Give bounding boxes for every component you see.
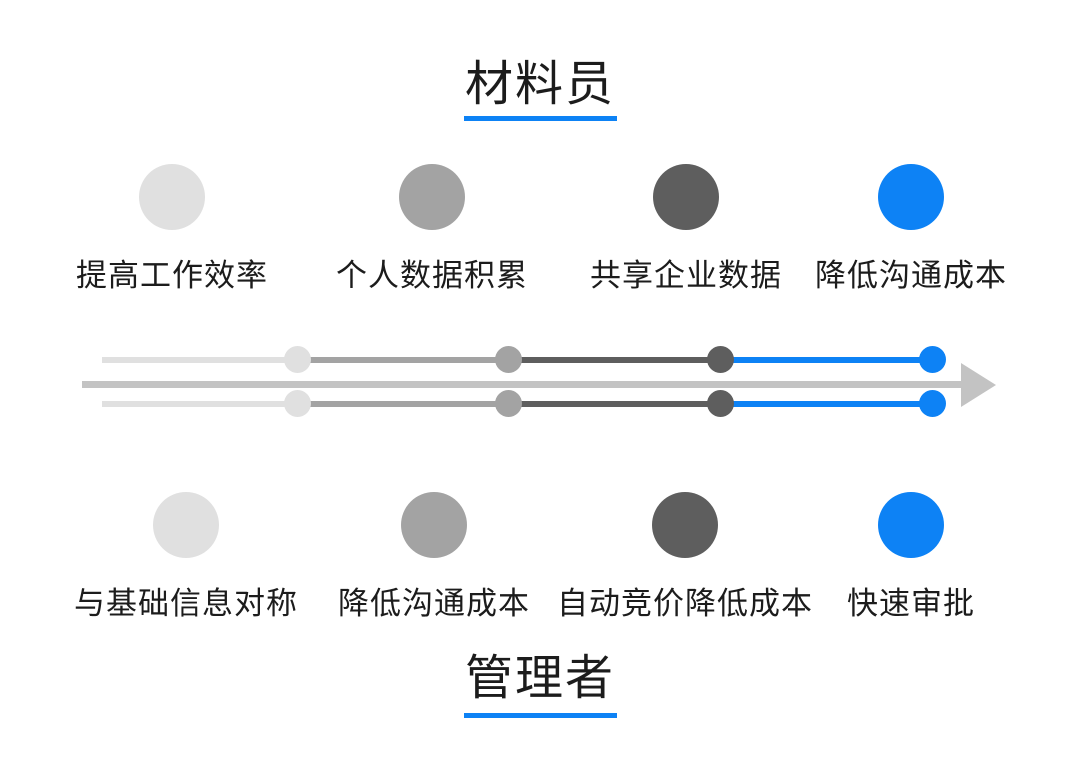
timeline-segment <box>297 357 508 363</box>
timeline-dot <box>919 346 946 373</box>
timeline-segment <box>720 357 932 363</box>
timeline-segment <box>102 357 297 363</box>
top-stage-3: 共享企业数据 <box>556 164 816 295</box>
stage-circle <box>878 492 944 558</box>
top-section-title: 材料员 <box>464 58 615 111</box>
bottom-section-title: 管理者 <box>464 652 615 705</box>
top-stage-2: 个人数据积累 <box>302 164 562 295</box>
timeline-upper-line <box>102 357 932 363</box>
timeline-segment <box>102 401 297 407</box>
stage-circle <box>652 492 718 558</box>
stage-circle <box>878 164 944 230</box>
timeline-dot <box>495 346 522 373</box>
bottom-stage-2: 降低沟通成本 <box>304 492 564 623</box>
stage-label: 降低沟通成本 <box>338 586 530 621</box>
bottom-stage-3: 自动竞价降低成本 <box>555 492 815 623</box>
stage-label: 降低沟通成本 <box>815 258 1007 293</box>
timeline-dot <box>284 390 311 417</box>
timeline-segment <box>508 401 720 407</box>
timeline-segment <box>508 357 720 363</box>
bottom-stage-4: 快速审批 <box>781 492 1041 623</box>
stage-label: 个人数据积累 <box>336 258 528 293</box>
timeline-dot <box>284 346 311 373</box>
stage-label: 提高工作效率 <box>76 258 268 293</box>
top-title-underline <box>464 116 617 121</box>
timeline-segment <box>297 401 508 407</box>
stage-label: 快速审批 <box>847 586 975 621</box>
timeline-lower-line <box>102 401 932 407</box>
stage-circle <box>399 164 465 230</box>
timeline-dot <box>707 390 734 417</box>
bottom-title-underline <box>464 713 617 718</box>
timeline-dot <box>495 390 522 417</box>
stage-label: 自动竞价降低成本 <box>557 586 813 621</box>
bottom-stage-1: 与基础信息对称 <box>56 492 316 623</box>
stage-circle <box>653 164 719 230</box>
arrow-shaft <box>82 381 962 388</box>
stage-label: 与基础信息对称 <box>74 586 298 621</box>
timeline-segment <box>720 401 932 407</box>
arrow-head-icon <box>961 363 996 407</box>
top-stage-4: 降低沟通成本 <box>781 164 1041 295</box>
top-stage-1: 提高工作效率 <box>42 164 302 295</box>
stage-label: 共享企业数据 <box>590 258 782 293</box>
stage-circle <box>153 492 219 558</box>
stage-circle <box>401 492 467 558</box>
timeline-dot <box>919 390 946 417</box>
timeline-dot <box>707 346 734 373</box>
stage-circle <box>139 164 205 230</box>
